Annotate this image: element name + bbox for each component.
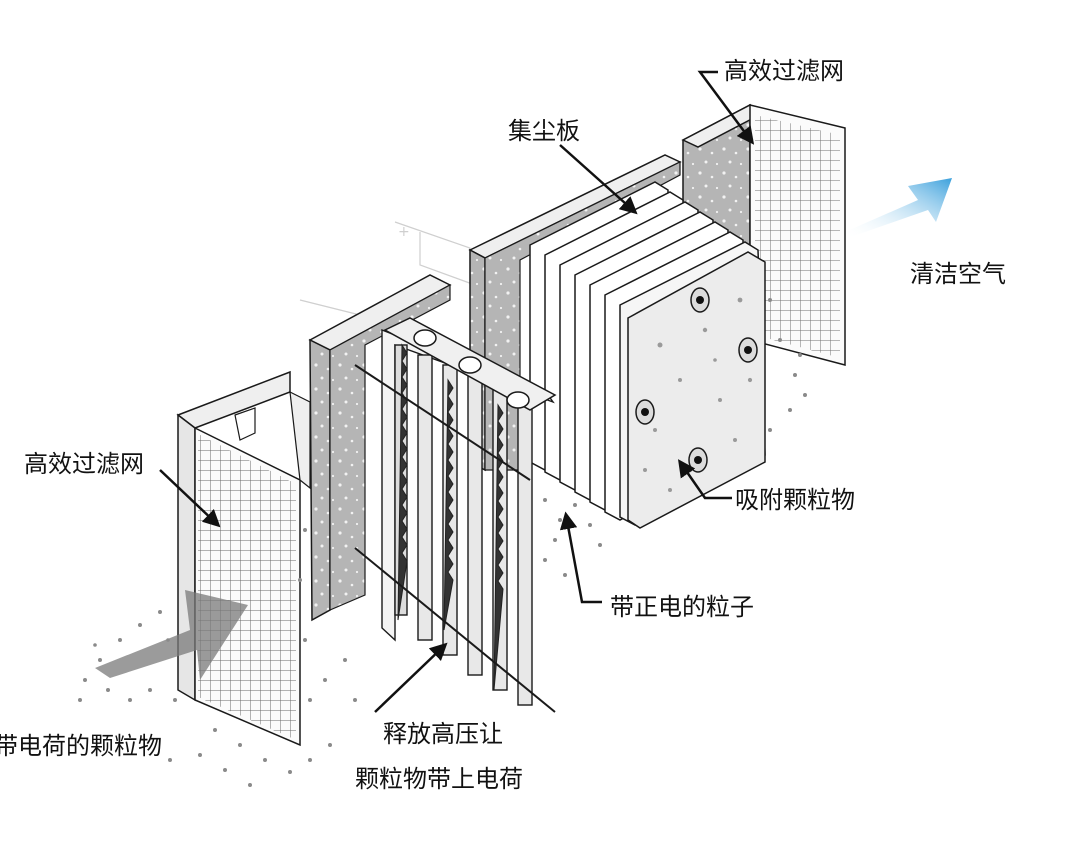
ionizer-frame	[308, 274, 452, 622]
corona-wires	[397, 343, 504, 691]
clean-air-arrow	[845, 178, 952, 238]
label-collector-plate: 集尘板	[508, 117, 580, 145]
dirty-air-arrow	[95, 590, 248, 680]
label-positive-particles: 带正电的粒子	[610, 593, 754, 621]
label-hepa-filter-left: 高效过滤网	[24, 450, 144, 478]
label-charged-particles: 带电荷的颗粒物	[0, 732, 162, 760]
svg-text:+: +	[398, 224, 410, 240]
label-clean-air: 清洁空气	[910, 260, 1006, 288]
label-release-line1: 释放高压让	[383, 720, 503, 748]
hepa-filter-left	[176, 370, 311, 747]
ionizer-top-bar	[383, 317, 557, 411]
label-hepa-filter-right: 高效过滤网	[724, 57, 844, 85]
label-adsorbed-particles: 吸附颗粒物	[735, 486, 855, 514]
label-release-line2: 颗粒物带上电荷	[355, 765, 523, 793]
ionizer-rods	[354, 364, 556, 713]
front-collector-plate	[627, 251, 766, 529]
particles	[78, 298, 807, 787]
callout-lines	[159, 70, 755, 713]
